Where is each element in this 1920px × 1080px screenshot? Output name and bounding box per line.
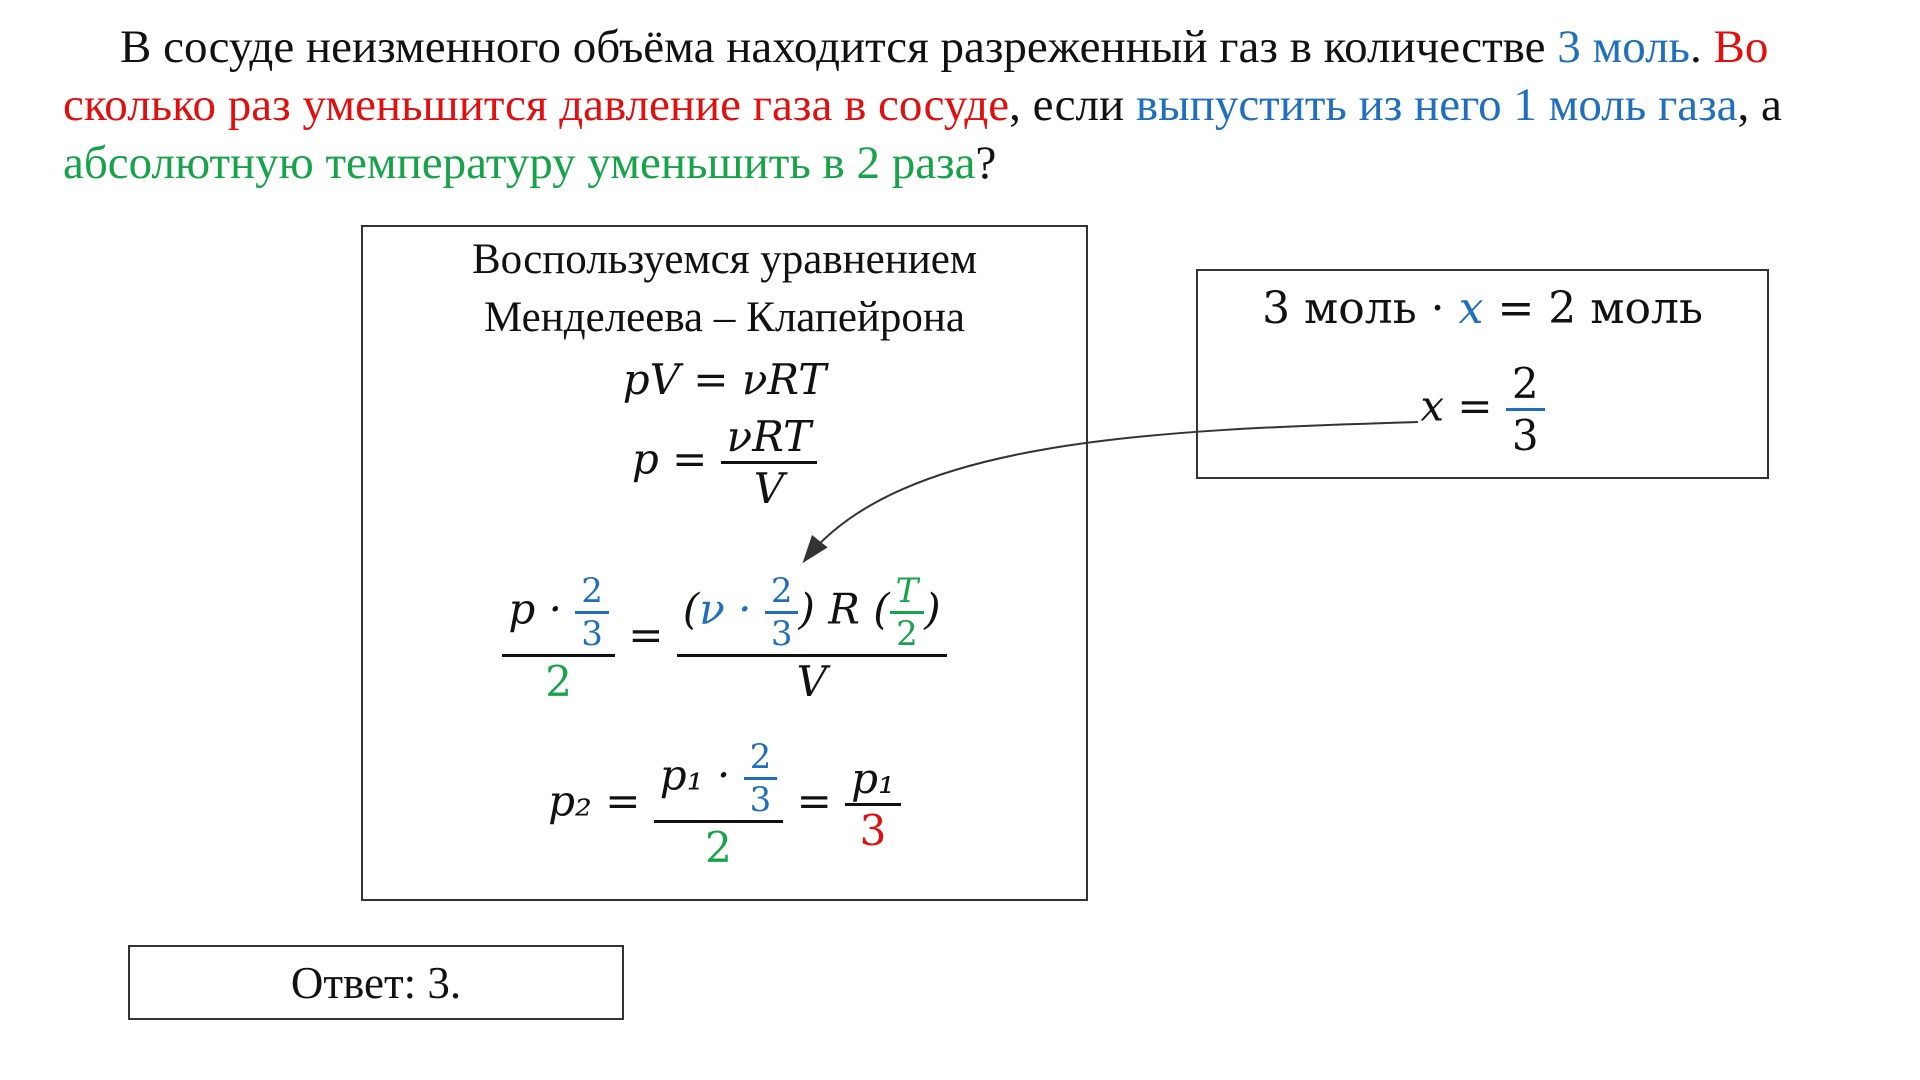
eq2-numerator: νRT: [720, 412, 818, 464]
answer-box: Ответ: 3.: [128, 945, 624, 1020]
eq3-R: R: [828, 584, 860, 634]
eq2-lhs: p =: [631, 434, 708, 484]
ratio-result-lhs: x =: [1420, 381, 1493, 431]
problem-highlight-release: выпустить из него 1 моль газа: [1135, 79, 1738, 131]
problem-text-2: .: [1689, 21, 1714, 73]
problem-text-3: , если: [1009, 79, 1136, 131]
eq3-V: V: [796, 657, 827, 706]
eq3-left-fraction: p · 2 3 2: [502, 571, 615, 706]
problem-question: Во сколько раз уменьшится давление газа …: [63, 21, 1769, 131]
eq4-final-fraction: p₁ 3: [845, 754, 901, 855]
eq3-T-half: T 2: [889, 571, 925, 654]
eq3-right-fraction: (ν · 2 3 ) R ( T 2 ) V: [676, 571, 947, 706]
eq4-two-thirds: 2 3: [743, 737, 778, 820]
eq3-nu: ν ·: [699, 584, 752, 634]
solution-box: Воспользуемся уравнением Менделеева – Кл…: [361, 225, 1088, 901]
eq3-equals: =: [628, 610, 664, 660]
problem-text-5: ?: [975, 137, 997, 189]
eq3-two-thirds-a: 2 3: [575, 571, 609, 654]
problem-statement: В сосуде неизменного объёма находится ра…: [63, 18, 1863, 192]
eq4-middle-denominator: 2: [705, 823, 732, 872]
ratio-right: = 2 моль: [1483, 283, 1703, 334]
eq4-p1: p₁ ·: [659, 750, 731, 800]
problem-highlight-moles: 3 моль: [1557, 21, 1690, 73]
ratio-left: 3 моль ·: [1262, 283, 1459, 334]
ratio-result-numerator: 2: [1505, 359, 1545, 411]
answer-text: Ответ: 3.: [290, 957, 462, 1008]
eq2-fraction: νRT V: [720, 412, 818, 513]
problem-highlight-temperature: абсолютную температуру уменьшить в 2 раз…: [63, 137, 976, 189]
equation-substitution: p · 2 3 2 = (ν · 2 3 ) R ( T 2 ) V: [363, 571, 1086, 706]
mole-ratio-box: 3 моль · x = 2 моль x = 2 3: [1196, 269, 1769, 479]
ratio-result: x = 2 3: [1198, 359, 1767, 460]
eq4-final-denominator: 3: [859, 806, 887, 855]
solution-heading-2: Менделеева – Клапейрона: [483, 294, 966, 341]
ratio-equation: 3 моль · x = 2 моль: [1198, 283, 1767, 334]
ratio-x: x: [1458, 283, 1484, 334]
eq3-left-denominator: 2: [545, 657, 572, 706]
eq4-lhs: p₂ =: [548, 776, 641, 826]
ratio-result-denominator: 3: [1511, 411, 1539, 460]
ratio-result-fraction: 2 3: [1505, 359, 1545, 460]
equation-ideal-gas: pV = νRT: [622, 355, 827, 404]
eq3-two-thirds-b: 2 3: [764, 571, 799, 654]
eq3-p: p ·: [508, 584, 562, 634]
problem-text-1: В сосуде неизменного объёма находится ра…: [120, 21, 1558, 73]
solution-heading-1: Воспользуемся уравнением: [471, 236, 978, 283]
eq4-final-numerator: p₁: [845, 754, 901, 806]
eq4-equals: =: [796, 776, 832, 826]
eq2-denominator: V: [753, 464, 785, 513]
equation-result: p₂ = p₁ · 2 3 2 = p₁ 3: [363, 737, 1086, 872]
equation-pressure: p = νRT V: [363, 412, 1086, 513]
eq4-middle-fraction: p₁ · 2 3 2: [653, 737, 784, 872]
problem-text-4: , а: [1737, 79, 1782, 131]
